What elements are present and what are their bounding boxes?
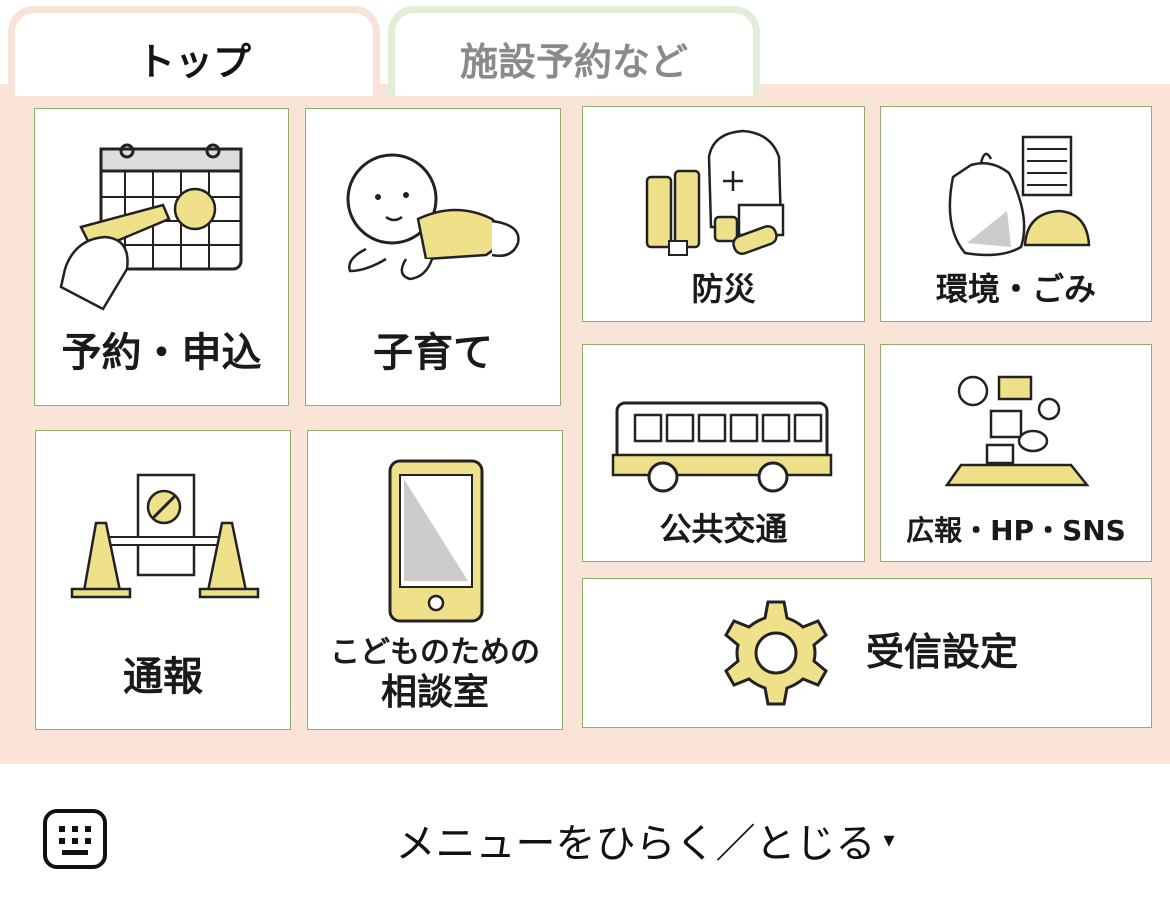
tile-environment[interactable]: 環境・ごみ [880, 106, 1152, 322]
bottom-bar: メニューをひらく／とじる ▾ [0, 764, 1170, 920]
keyboard-icon[interactable] [42, 808, 108, 870]
bus-icon [611, 401, 833, 493]
gear-icon [724, 600, 828, 706]
tile-transport-label: 公共交通 [659, 509, 788, 548]
tile-consult-label-line1: こどものための [330, 635, 540, 671]
tile-report-label: 通報 [123, 654, 203, 700]
tile-disaster-prevention[interactable]: 防災 [582, 106, 865, 322]
tile-consult-label: こどものための 相談室 [330, 636, 540, 713]
menu-toggle-button[interactable]: メニューをひらく／とじる ▾ [0, 804, 1170, 876]
tab-top-label: トップ [136, 40, 251, 84]
tab-top[interactable]: トップ [8, 6, 380, 96]
traffic-cone-barrier-icon [70, 473, 260, 599]
caret-down-icon: ▾ [883, 827, 895, 853]
baby-icon [346, 153, 520, 281]
tile-pr-label: 広報・HP・SNS [906, 514, 1126, 548]
tile-disaster-label: 防災 [691, 269, 756, 308]
garbage-bag-icon [948, 135, 1091, 257]
tile-consult-label-line2: 相談室 [380, 672, 489, 714]
tab-facility-label: 施設予約など [459, 40, 688, 84]
calendar-icon [59, 143, 243, 311]
tile-childcare-label: 子育て [373, 330, 493, 376]
tile-reservation-label: 予約・申込 [61, 330, 262, 376]
tab-facility-reservation[interactable]: 施設予約など [388, 6, 760, 96]
tile-reservation[interactable]: 予約・申込 [34, 108, 289, 406]
tile-receive-settings[interactable]: 受信設定 [582, 578, 1152, 728]
tile-settings-label: 受信設定 [865, 630, 1018, 675]
menu-toggle-label: メニューをひらく／とじる [395, 821, 876, 867]
tile-report[interactable]: 通報 [35, 430, 291, 730]
menu-panel: 予約・申込 子育て 防災 [0, 84, 1170, 764]
tile-childcare[interactable]: 子育て [305, 108, 561, 406]
tile-public-relations[interactable]: 広報・HP・SNS [880, 344, 1152, 562]
tile-children-consultation[interactable]: こどものための 相談室 [307, 430, 563, 730]
tile-public-transport[interactable]: 公共交通 [582, 344, 865, 562]
digital-media-icon [944, 375, 1090, 487]
tile-environment-label: 環境・ごみ [935, 269, 1096, 308]
emergency-supplies-icon [645, 129, 785, 256]
smartphone-icon [388, 459, 484, 623]
